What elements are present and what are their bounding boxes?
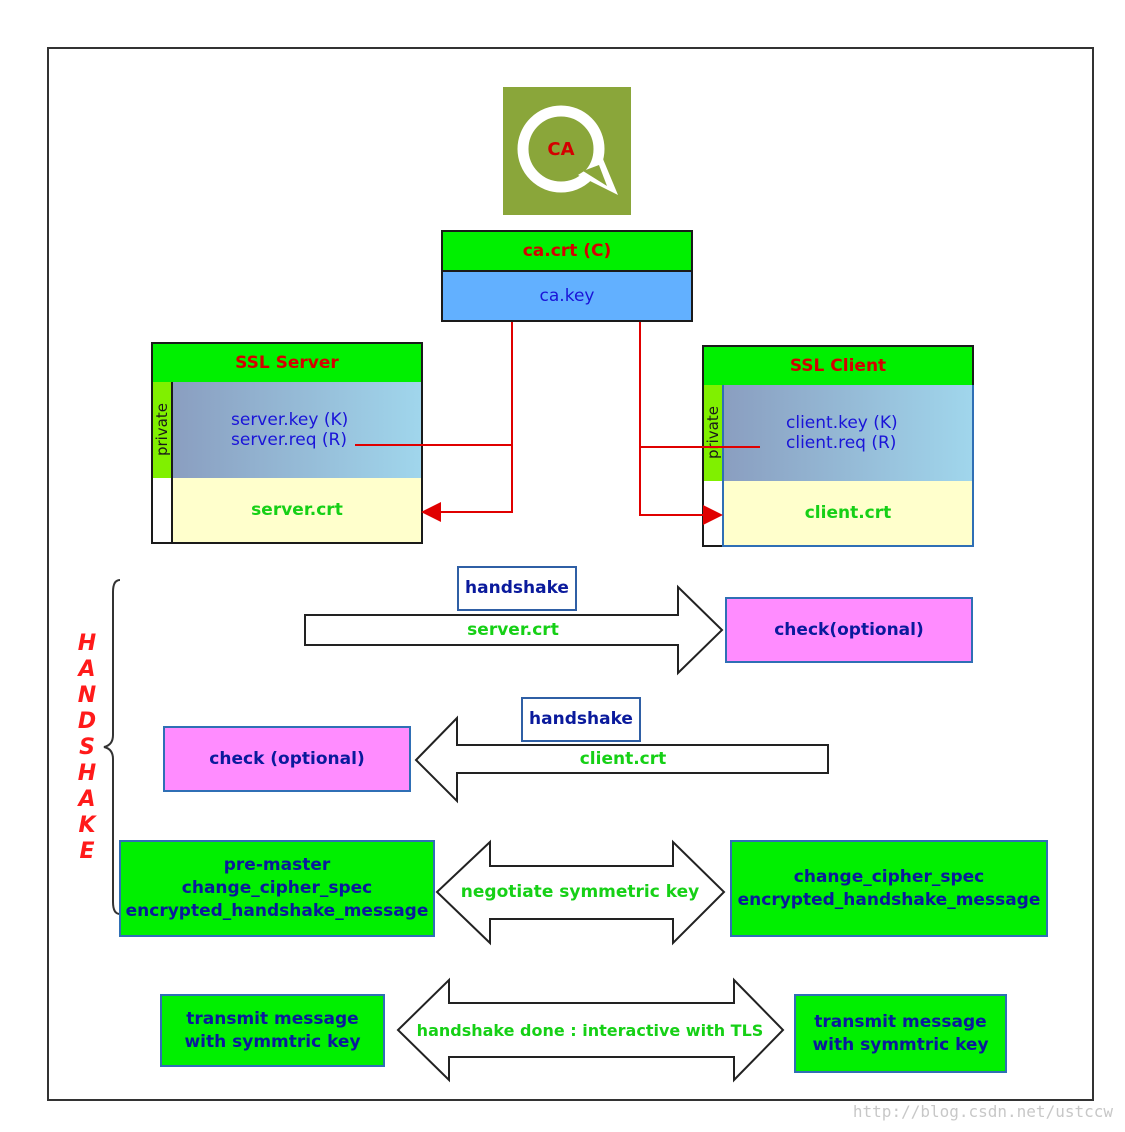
client-key-line: client.key (K)	[786, 413, 898, 433]
flow2-handshake-tag: handshake	[521, 697, 641, 742]
flow4-left-box: transmit message with symmtric key	[160, 994, 385, 1067]
flow1-handshake-tag: handshake	[457, 566, 577, 611]
diagram-frame	[47, 47, 1094, 1101]
client-crt-arrow	[414, 715, 829, 804]
handshake-brace	[103, 579, 121, 915]
flow3-left-box: pre-master change_cipher_spec encrypted_…	[119, 840, 435, 937]
ssl-client-title: SSL Client	[702, 345, 974, 387]
ca-logo: CA	[503, 87, 631, 215]
flow4-arrow-label: handshake done : interactive with TLS	[416, 1021, 764, 1040]
flow3-right-line: encrypted_handshake_message	[737, 889, 1041, 910]
flow3-arrow-label: negotiate symmetric key	[460, 882, 700, 902]
server-req-line: server.req (R)	[231, 430, 348, 450]
server-crt-box: server.crt	[171, 478, 423, 544]
flow3-left-line: pre-master	[223, 855, 331, 875]
ca-key-box: ca.key	[441, 272, 693, 322]
flow4-left-line: with symmtric key	[184, 1031, 361, 1052]
tls-arrow	[396, 977, 785, 1083]
flow3-right-line: change_cipher_spec	[793, 866, 985, 887]
flow1-arrow-label: server.crt	[467, 620, 559, 640]
ca-logo-label: CA	[547, 139, 575, 160]
flow4-right-box: transmit message with symmtric key	[794, 994, 1007, 1073]
handshake-letter: D	[77, 709, 97, 734]
handshake-letter: A	[78, 787, 96, 812]
handshake-letter: H	[77, 631, 97, 656]
server-sign-path	[421, 322, 513, 522]
server-crt-arrow	[304, 584, 724, 676]
flow3-right-box: change_cipher_spec encrypted_handshake_m…	[730, 840, 1048, 937]
handshake-letter: S	[79, 735, 95, 760]
server-key-line: server.key (K)	[231, 410, 349, 430]
handshake-letter: A	[78, 657, 96, 682]
flow3-left-line: encrypted_handshake_message	[125, 901, 429, 921]
handshake-letter: N	[77, 683, 97, 708]
client-sign-path	[639, 322, 723, 525]
ca-crt-box: ca.crt (C)	[441, 230, 693, 272]
server-key-area: server.key (K) server.req (R)	[171, 382, 423, 480]
flow4-right-line: transmit message	[814, 1011, 987, 1032]
negotiate-arrow	[435, 839, 726, 946]
handshake-letter: E	[79, 839, 95, 864]
client-crt-box: client.crt	[722, 481, 974, 547]
client-key-area: client.key (K) client.req (R)	[722, 385, 974, 483]
flow2-check-box: check (optional)	[163, 726, 411, 792]
flow4-right-line: with symmtric key	[812, 1034, 989, 1055]
flow1-check-box: check(optional)	[725, 597, 973, 663]
client-req-line: client.req (R)	[786, 433, 897, 453]
flow2-arrow-label: client.crt	[579, 749, 667, 769]
watermark: http://blog.csdn.net/ustccw	[852, 1102, 1113, 1121]
ca-bubble-icon	[517, 105, 618, 195]
handshake-letter: H	[77, 761, 97, 786]
handshake-letter: K	[78, 813, 96, 838]
flow4-left-line: transmit message	[186, 1008, 359, 1029]
flow3-left-line: change_cipher_spec	[181, 878, 373, 898]
